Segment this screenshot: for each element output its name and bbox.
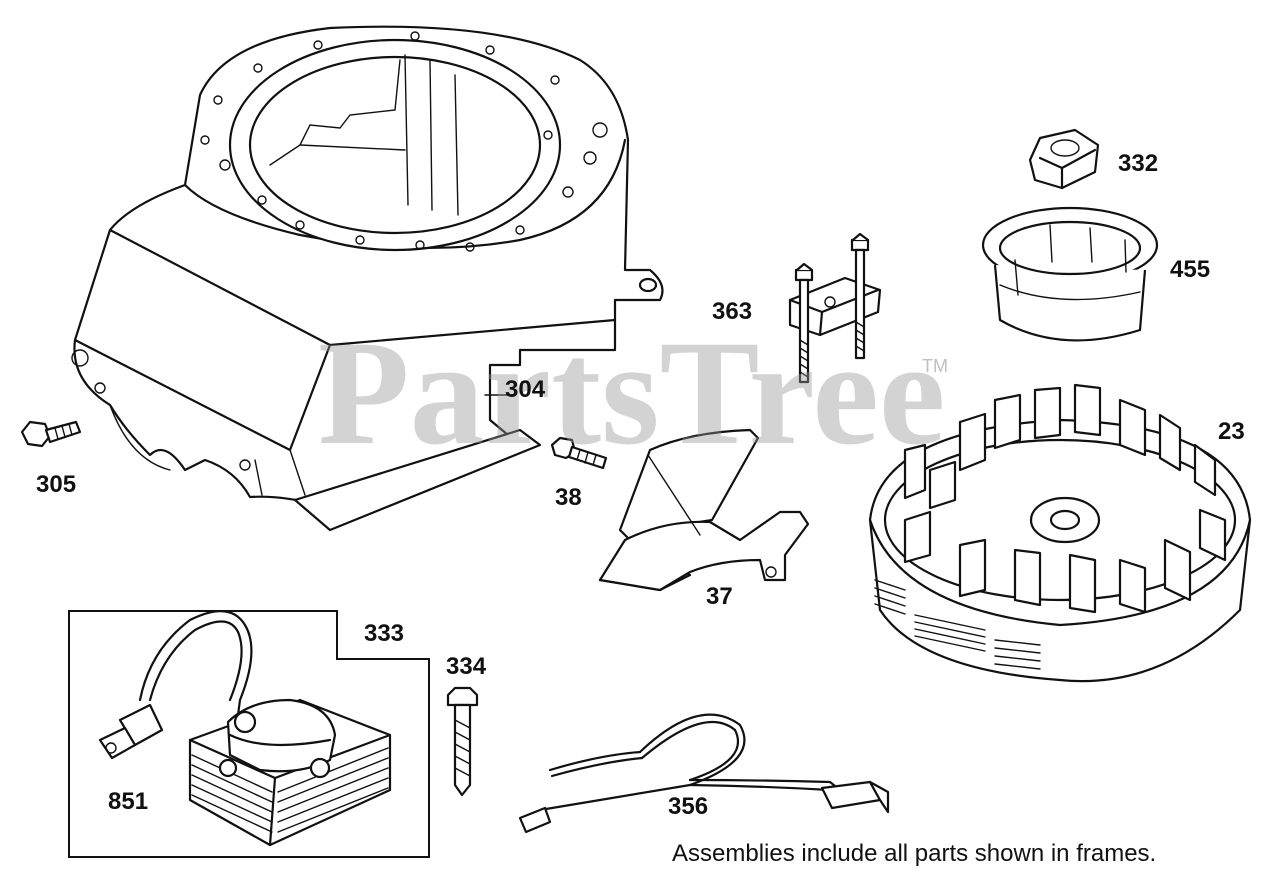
frame-tag-333[interactable]: 333	[336, 610, 430, 660]
watermark-trademark: TM	[922, 356, 948, 376]
label-38[interactable]: 38	[555, 484, 582, 511]
label-37[interactable]: 37	[706, 583, 733, 610]
part-305-bolt[interactable]	[20, 420, 82, 448]
part-455-cup[interactable]	[981, 206, 1159, 342]
part-38-screw[interactable]	[550, 436, 608, 470]
part-851-ignition-coil[interactable]	[98, 610, 392, 847]
part-363-bracket[interactable]	[788, 232, 882, 384]
label-332[interactable]: 332	[1118, 150, 1159, 177]
part-332-nut[interactable]	[1028, 128, 1100, 190]
label-455[interactable]: 455	[1170, 256, 1211, 283]
part-356-wire[interactable]	[518, 713, 890, 834]
part-37-air-guide[interactable]	[598, 428, 810, 592]
label-356[interactable]: 356	[668, 793, 709, 820]
label-23[interactable]: 23	[1218, 418, 1245, 445]
part-304-blower-housing[interactable]	[71, 25, 664, 532]
label-851[interactable]: 851	[108, 788, 149, 815]
label-304[interactable]: 304	[505, 376, 546, 403]
label-334[interactable]: 334	[446, 653, 487, 680]
label-305[interactable]: 305	[36, 471, 77, 498]
part-334-screw[interactable]	[446, 686, 479, 797]
assemblies-note: Assemblies include all parts shown in fr…	[672, 840, 1157, 867]
part-23-flywheel[interactable]	[868, 383, 1252, 683]
label-363[interactable]: 363	[712, 298, 753, 325]
assembly-frame-333	[68, 610, 430, 858]
watermark: PartsTree	[318, 310, 946, 476]
